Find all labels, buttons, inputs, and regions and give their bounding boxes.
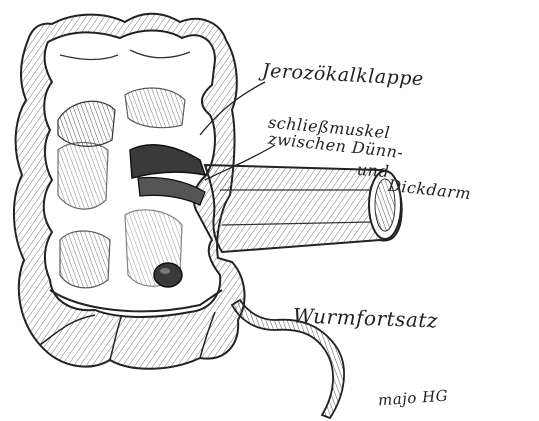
label-appendix: Wurmfortsatz xyxy=(293,303,439,332)
label-and: und xyxy=(356,160,390,181)
colon-interior xyxy=(44,31,220,318)
